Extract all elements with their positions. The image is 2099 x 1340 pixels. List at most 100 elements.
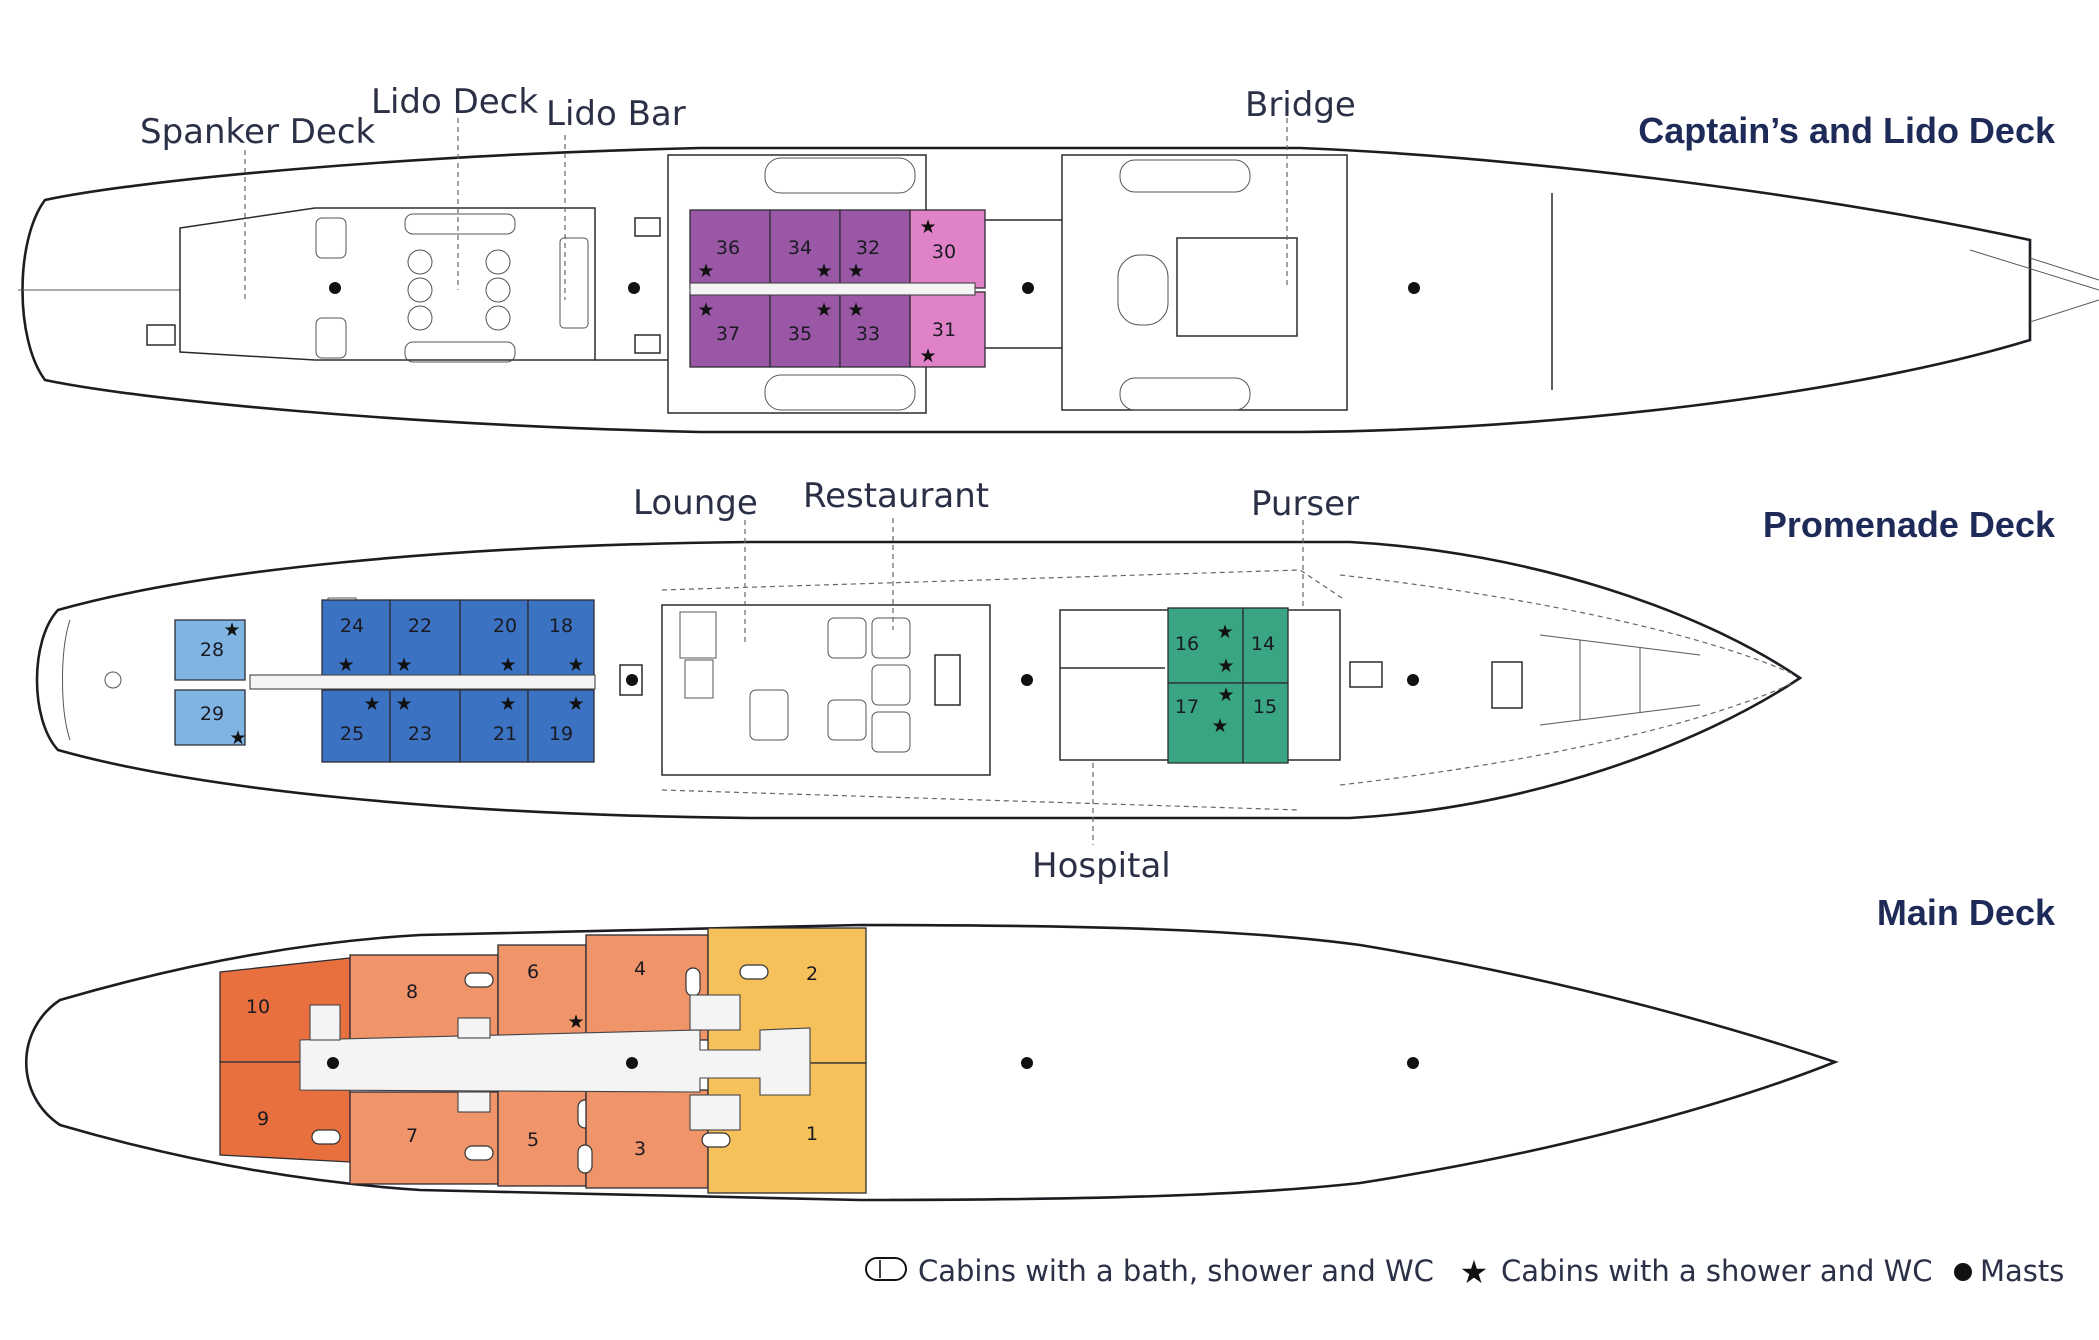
- cabin-number: 35: [788, 323, 812, 345]
- stair-lido-2: [634, 334, 661, 354]
- cabin-18: 18 ★: [527, 599, 595, 681]
- label-spanker-deck: Spanker Deck: [140, 112, 376, 152]
- promenade-deck: 28★29★24★22★20★18★25★23★21★19★16★14★17★1…: [35, 518, 1803, 845]
- star-icon: ★: [337, 654, 354, 676]
- cabins-promenade: 28★29★24★22★20★18★25★23★21★19★16★14★17★1…: [174, 599, 1289, 764]
- bridge-boat-bottom: [1119, 377, 1251, 411]
- cabin-5: 5: [497, 1089, 593, 1187]
- stern-fitting: [104, 671, 122, 689]
- legend-bath-label: Cabins with a bath, shower and WC: [918, 1254, 1434, 1288]
- cabin-15: 15★: [1211, 682, 1289, 764]
- main-stair-aft: [309, 1004, 341, 1041]
- cabin-23: 23 ★: [389, 689, 461, 763]
- cabin-number: 5: [527, 1129, 539, 1151]
- wheelhouse: [1176, 237, 1298, 337]
- cabin-shape: [769, 209, 841, 289]
- stern-rail-promenade: [62, 619, 71, 741]
- star-icon: ★: [847, 260, 864, 282]
- star-icon: ★: [567, 693, 584, 715]
- main-stair-3: [689, 994, 741, 1031]
- main-stair-1: [457, 1017, 491, 1039]
- cabin-number: 16: [1175, 633, 1199, 655]
- cabin-number: 21: [493, 723, 517, 745]
- cabin-shape: [909, 209, 986, 289]
- cabin-shape: [321, 689, 391, 763]
- cabin-33: 33★: [839, 291, 911, 368]
- cabin-21: 21★: [459, 689, 529, 763]
- forward-fittings: [1539, 634, 1701, 726]
- stair-promenade-1: [1349, 661, 1383, 688]
- bath-icon: [739, 964, 769, 980]
- lido-corridor: [689, 282, 976, 296]
- cabin-shape: [459, 689, 529, 763]
- deck-title-main: Main Deck: [1877, 892, 2056, 933]
- bath-icon: [311, 1129, 341, 1145]
- bath-icon: [464, 1145, 494, 1161]
- star-icon: ★: [395, 654, 412, 676]
- lido-tables: [315, 213, 589, 363]
- cabin-shape: [389, 599, 461, 681]
- cabin-shape: [1167, 607, 1244, 684]
- cabin-20: 20★: [459, 599, 529, 681]
- bath-icon: [464, 972, 494, 988]
- cabin-number: 29: [200, 703, 224, 725]
- cabin-number: 22: [408, 615, 432, 637]
- cabin-19: 19 ★: [527, 689, 595, 763]
- cabin-number: 23: [408, 723, 432, 745]
- star-icon: ★: [1217, 655, 1234, 677]
- star-icon: ★: [229, 727, 246, 749]
- cabin-shape: [1167, 682, 1244, 764]
- cabin-number: 18: [549, 615, 573, 637]
- star-icon: ★: [1217, 684, 1234, 706]
- mast-icon: [1407, 674, 1419, 686]
- lounge-bar: [684, 659, 714, 699]
- galley-stair: [934, 654, 961, 706]
- star-icon: ★: [1216, 621, 1233, 643]
- deck-title-promenade: Promenade Deck: [1763, 504, 2056, 545]
- mast-icon: [1408, 282, 1420, 294]
- deck-title-captains-lido: Captain’s and Lido Deck: [1638, 110, 2056, 151]
- cabin-number: 25: [340, 723, 364, 745]
- cabin-number: 3: [634, 1138, 646, 1160]
- cabin-number: 8: [406, 981, 418, 1003]
- label-hospital: Hospital: [1032, 846, 1171, 886]
- cabin-shape: [585, 1089, 709, 1189]
- star-icon: ★: [815, 260, 832, 282]
- star-icon: ★: [697, 299, 714, 321]
- star-icon: ★: [223, 619, 240, 641]
- star-icon: ★: [395, 693, 412, 715]
- cabin-number: 33: [856, 323, 880, 345]
- cabin-number: 14: [1251, 633, 1275, 655]
- star-icon: ★: [697, 260, 714, 282]
- cabin-shape: [689, 209, 771, 289]
- bridge-block: [1061, 154, 1348, 411]
- cabin-shape: [174, 689, 246, 746]
- cabin-number: 20: [493, 615, 517, 637]
- stair-promenade-2: [619, 664, 643, 696]
- cabin-28: 28★: [174, 619, 246, 681]
- bath-icon: [865, 1257, 907, 1281]
- cabin-number: 7: [406, 1125, 418, 1147]
- mast-icon: [329, 282, 341, 294]
- cabin-35: 35★: [769, 291, 841, 368]
- main-stair-2: [457, 1091, 491, 1113]
- star-icon: ★: [919, 216, 936, 238]
- main-corridor: [299, 1027, 811, 1096]
- star-icon: ★: [567, 654, 584, 676]
- mast-icon: [626, 1057, 638, 1069]
- label-bridge: Bridge: [1245, 85, 1356, 125]
- main-stair-4: [689, 1094, 741, 1131]
- star-icon: ★: [363, 693, 380, 715]
- cabin-24: 24★: [321, 599, 391, 681]
- cabin-shape: [527, 689, 595, 763]
- star-icon: ★: [567, 1011, 584, 1033]
- cabins-captains-lido: 36★34★32★30★37★35★33★31★: [689, 209, 986, 368]
- bowsprit: [1969, 249, 2099, 323]
- star-icon: ★: [847, 299, 864, 321]
- mast-icon: [1022, 282, 1034, 294]
- cabin-number: 19: [549, 723, 573, 745]
- bridge-console: [1117, 254, 1169, 326]
- cabin-number: 31: [932, 319, 956, 341]
- cabin-number: 17: [1175, 696, 1199, 718]
